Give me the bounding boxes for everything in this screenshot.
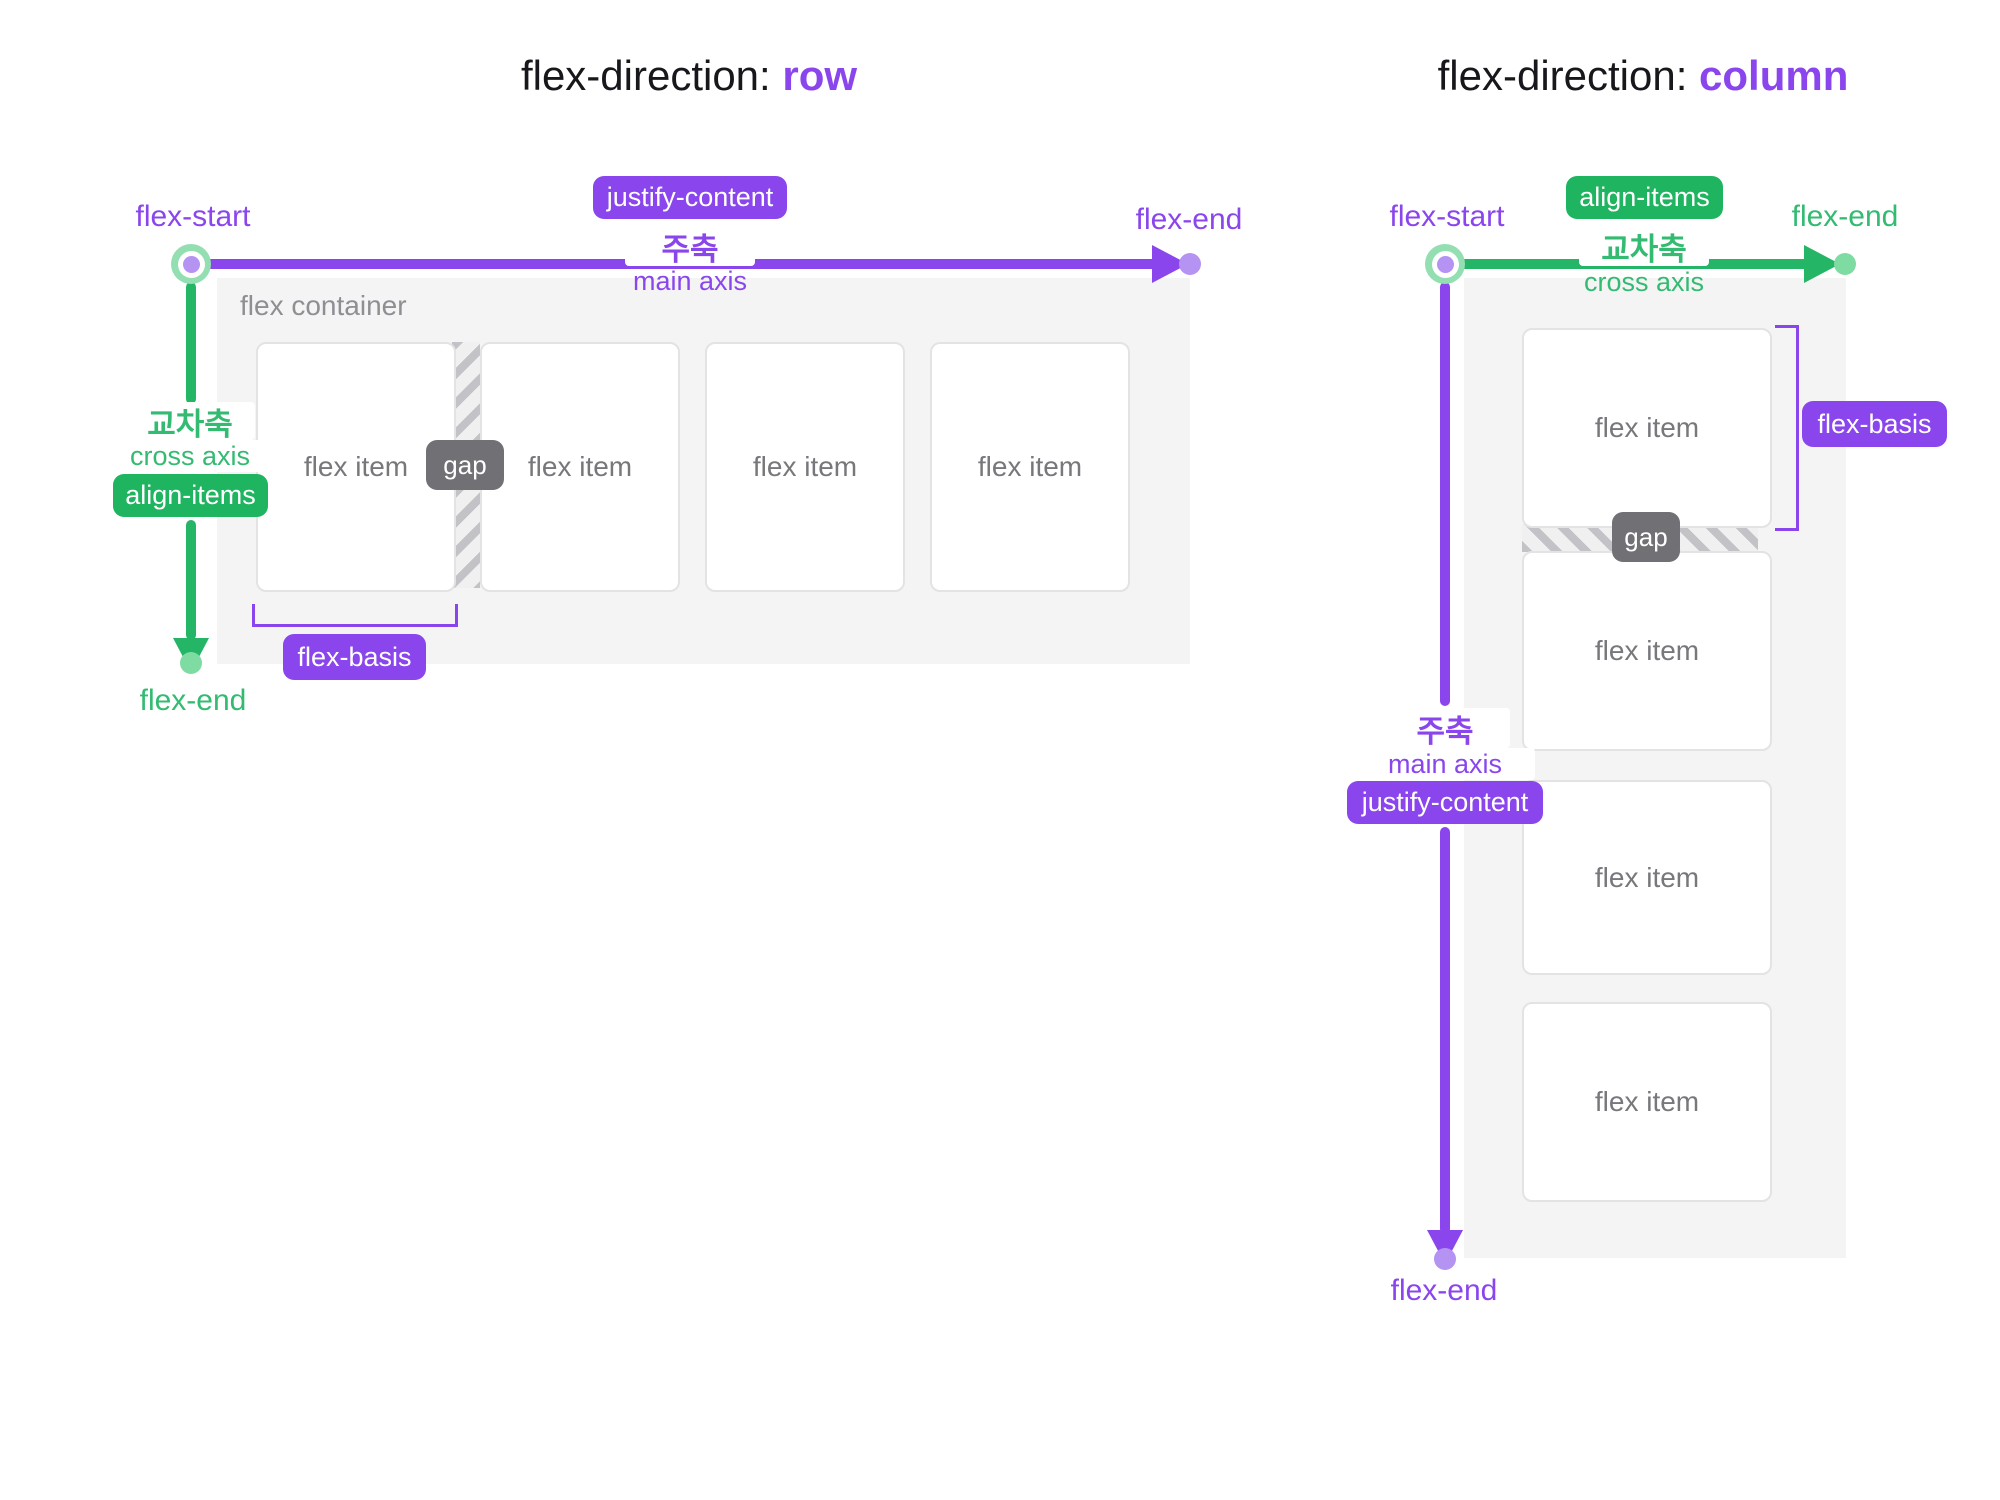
row-flex-item-3-label: flex item [752,451,858,482]
column-title-prefix: flex-direction: [1437,52,1700,99]
column-gap-badge: gap [1612,512,1680,562]
column-align-items-badge: align-items [1566,176,1723,219]
column-flex-basis-bracket [1775,325,1799,531]
column-flex-item-4: flex item [1522,1002,1772,1202]
row-justify-content-badge: justify-content [593,176,787,219]
column-main-axis-line-bottom [1440,827,1450,1234]
column-flex-item-2-label: flex item [1594,635,1700,666]
column-flex-item-3-label: flex item [1594,861,1700,893]
row-flex-item-1: flex item [256,342,456,592]
row-flex-item-4-label: flex item [977,451,1083,482]
row-flex-item-3: flex item [705,342,905,592]
row-flex-item-2: flex item [480,342,680,592]
column-cross-flex-end-label: flex-end [1791,200,1899,233]
row-cross-axis-korean-label: 교차축 [125,402,255,442]
column-diagram-title: flex-direction: column [1293,52,1993,100]
row-main-axis-english-label: main axis [632,265,748,296]
row-title-prefix: flex-direction: [520,52,783,99]
row-flex-start-marker-dot [182,255,200,273]
row-cross-axis-line-top [186,282,196,404]
row-title-value: row [782,52,858,99]
row-cross-axis-english-label: cross axis [115,440,265,472]
column-cross-axis-english-label: cross axis [1583,266,1705,297]
column-flex-basis-badge: flex-basis [1802,401,1947,447]
column-flex-start-marker-dot [1436,255,1454,273]
column-main-axis-line-top [1440,282,1450,706]
row-flex-item-2-label: flex item [527,451,633,482]
column-flex-item-1: flex item [1522,328,1772,528]
column-main-flex-end-label: flex-end [1390,1274,1498,1307]
column-title-value: column [1699,52,1849,99]
row-cross-axis-end-dot [180,652,202,674]
row-diagram-title: flex-direction: row [339,52,1039,100]
column-flex-item-1-label: flex item [1594,412,1700,443]
column-flex-start-label: flex-start [1389,200,1505,233]
row-flex-container-label: flex container [240,290,407,321]
row-flex-basis-bracket [252,604,458,627]
row-align-items-badge: align-items [113,474,268,517]
column-justify-content-badge: justify-content [1347,781,1543,824]
row-flex-start-marker-ring [177,250,205,278]
column-cross-axis-korean-label: 교차축 [1579,226,1709,267]
column-main-axis-korean-label: 주축 [1380,708,1510,749]
row-cross-flex-end-label: flex-end [139,684,247,717]
column-cross-axis-end-dot [1834,253,1856,275]
row-flex-item-1-label: flex item [303,451,409,482]
column-main-axis-english-label: main axis [1355,748,1535,780]
column-flex-start-marker-ring [1431,250,1459,278]
row-main-axis-korean-label: 주축 [625,226,755,267]
column-flex-item-4-label: flex item [1594,1086,1700,1117]
column-flex-item-3: flex item [1522,780,1772,975]
row-flex-start-marker [171,244,211,284]
row-cross-axis-line-bottom [186,520,196,640]
column-flex-start-marker [1425,244,1465,284]
row-flex-basis-badge: flex-basis [283,634,426,680]
row-flex-item-4: flex item [930,342,1130,592]
row-main-axis-end-dot [1179,253,1201,275]
row-flex-start-label: flex-start [135,200,251,233]
column-main-axis-end-dot [1434,1248,1456,1270]
row-main-flex-end-label: flex-end [1135,203,1243,236]
row-gap-badge: gap [426,440,504,490]
column-flex-item-2: flex item [1522,551,1772,751]
